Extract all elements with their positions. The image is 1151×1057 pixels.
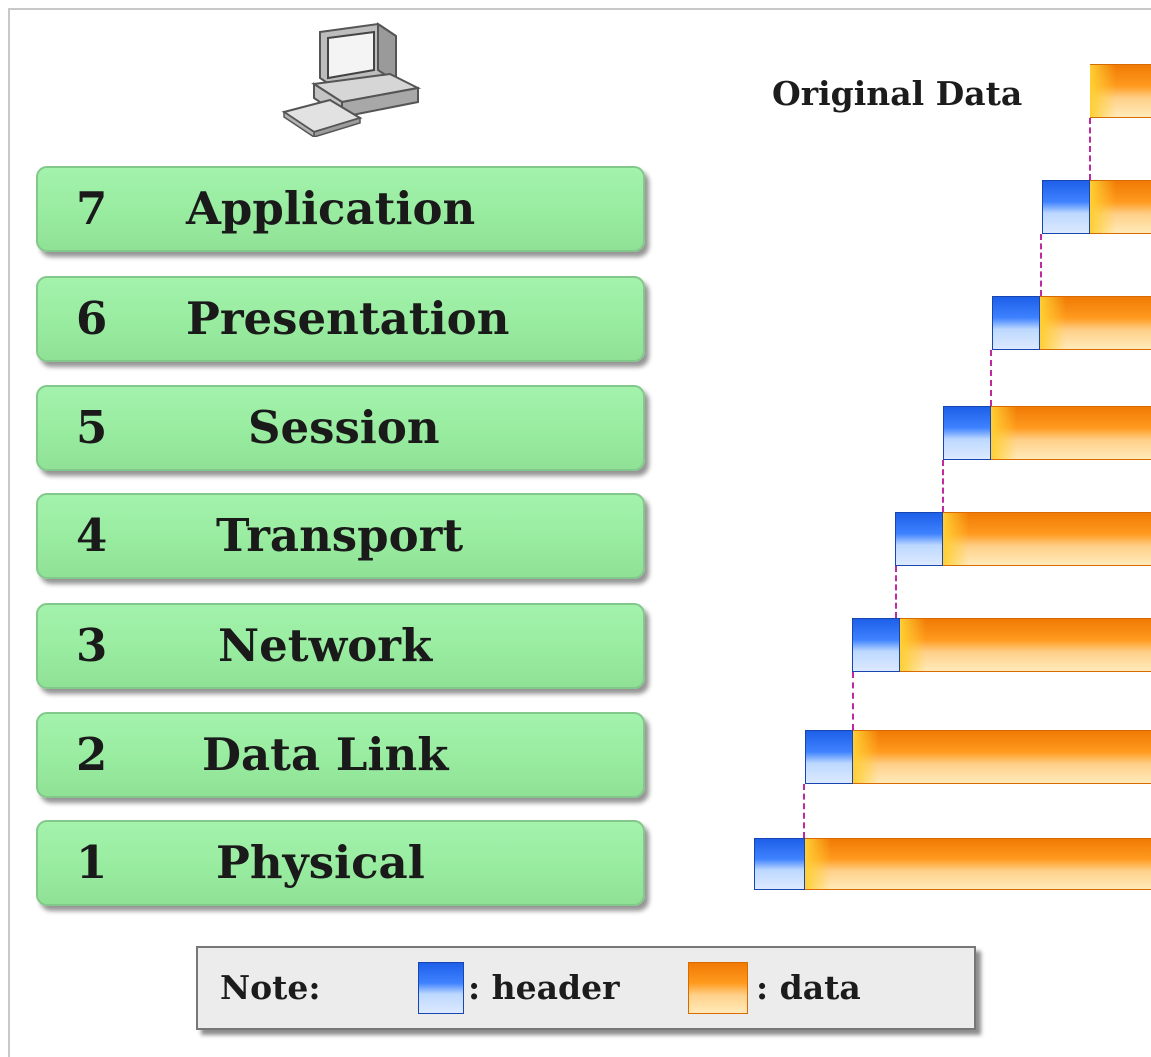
layer-name: Presentation	[186, 292, 510, 345]
layer-application: 7 Application	[36, 166, 645, 252]
layer-name: Session	[248, 401, 440, 454]
connector-line	[942, 460, 944, 512]
layer-number: 2	[76, 728, 108, 781]
legend-data-label: : data	[756, 968, 861, 1007]
layer-transport: 4 Transport	[36, 493, 645, 579]
header-block-layer-3	[852, 618, 900, 672]
data-block-layer-6	[1040, 296, 1151, 350]
layer-name: Transport	[216, 509, 464, 562]
header-block-layer-6	[992, 296, 1040, 350]
layer-name: Network	[218, 619, 433, 672]
layer-session: 5 Session	[36, 385, 645, 471]
data-block-layer-5	[991, 406, 1151, 460]
data-block-layer-7	[1090, 180, 1151, 234]
layer-number: 1	[76, 836, 108, 889]
data-block-layer-3	[900, 618, 1151, 672]
original-data-block	[1090, 64, 1151, 118]
connector-line	[803, 784, 805, 838]
layer-number: 7	[76, 182, 108, 235]
layer-data-link: 2 Data Link	[36, 712, 645, 798]
diagram-frame	[8, 8, 1151, 1057]
connector-line	[1040, 234, 1042, 296]
data-block-layer-2	[853, 730, 1151, 784]
layer-name: Application	[186, 182, 476, 235]
layer-number: 3	[76, 619, 108, 672]
connector-line	[1089, 118, 1091, 180]
original-data-label: Original Data	[772, 74, 1023, 113]
header-block-layer-5	[943, 406, 991, 460]
legend: Note: : header : data	[196, 946, 976, 1030]
legend-note-label: Note:	[220, 968, 321, 1007]
layer-network: 3 Network	[36, 603, 645, 689]
legend-header-label: : header	[468, 968, 620, 1007]
header-block-layer-4	[895, 512, 943, 566]
header-block-layer-2	[805, 730, 853, 784]
data-block-layer-1	[805, 838, 1151, 890]
layer-presentation: 6 Presentation	[36, 276, 645, 362]
computer-icon	[281, 22, 422, 137]
header-block-layer-7	[1042, 180, 1090, 234]
layer-number: 6	[76, 292, 108, 345]
layer-number: 4	[76, 509, 108, 562]
header-block-layer-1	[754, 838, 805, 890]
layer-number: 5	[76, 401, 108, 454]
connector-line	[852, 672, 854, 730]
legend-header-swatch	[418, 962, 464, 1014]
layer-physical: 1 Physical	[36, 820, 645, 906]
layer-name: Data Link	[202, 728, 449, 781]
data-block-layer-4	[943, 512, 1151, 566]
connector-line	[895, 566, 897, 618]
connector-line	[990, 350, 992, 406]
legend-data-swatch	[688, 962, 748, 1014]
layer-name: Physical	[216, 836, 425, 889]
